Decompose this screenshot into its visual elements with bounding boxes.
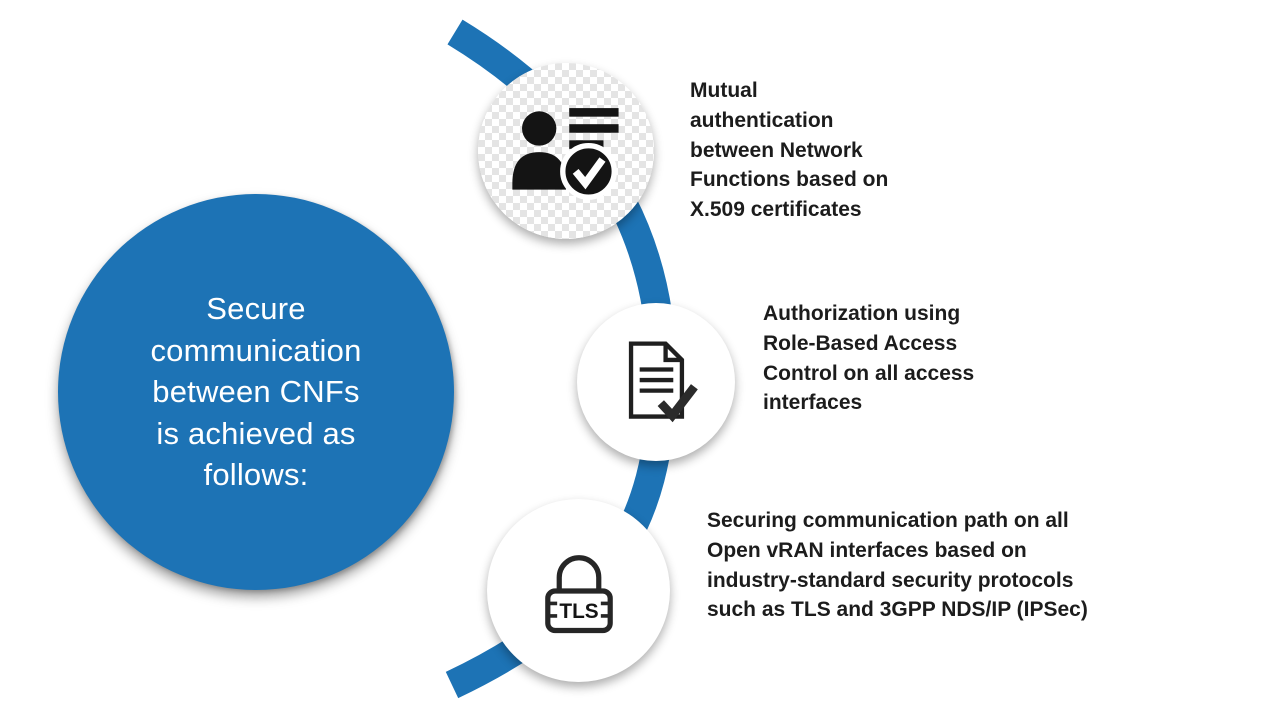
caption-authentication: Mutual authentication between Network Fu… (690, 79, 889, 222)
main-statement-circle: Secure communication between CNFs is ach… (58, 194, 454, 590)
step-circle-authorization (577, 303, 735, 461)
caption-authorization: Authorization using Role-Based Access Co… (763, 302, 975, 415)
tls-padlock-icon: TLS (544, 554, 613, 633)
caption-transport-security: Securing communication path on all Open … (707, 509, 1088, 622)
tls-label: TLS (559, 600, 598, 623)
main-statement-text: Secure communication between CNFs is ach… (150, 291, 362, 493)
step-circle-transport-security: TLS (487, 499, 670, 682)
user-check-icon (512, 108, 619, 200)
document-check-icon (628, 341, 698, 423)
step-circle-authentication (478, 63, 654, 239)
